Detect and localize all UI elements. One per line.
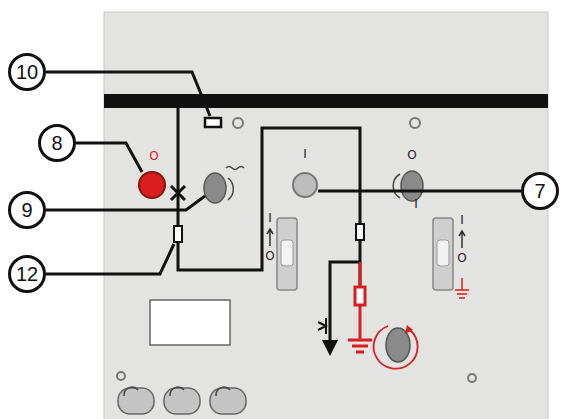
callout-circle: 10 (8, 53, 46, 91)
position-mark: I (268, 212, 272, 224)
spring-charge-switch (204, 173, 226, 203)
on-button (293, 173, 317, 197)
callout-number: 8 (51, 133, 62, 153)
earth-symbol (455, 278, 469, 298)
indicator-window (205, 118, 221, 127)
disconnector-symbols (174, 224, 364, 242)
selector-switch (401, 171, 423, 201)
callout-circle: 8 (38, 124, 76, 162)
cross-mark (171, 186, 185, 200)
callout-circle: 9 (8, 191, 46, 229)
callout-number: 10 (16, 62, 38, 82)
socket-arrows (124, 387, 230, 396)
earth-path (348, 262, 372, 352)
slider-arrows (267, 229, 465, 248)
position-mark: O (407, 149, 416, 161)
cable-symbol (318, 318, 330, 334)
arrow-head (405, 325, 413, 334)
callout-number: 9 (21, 200, 32, 220)
position-mark: I (303, 148, 307, 160)
rotation-arrow (228, 178, 233, 200)
position-mark: I (414, 198, 418, 210)
off-button (139, 172, 165, 198)
operating-sockets (118, 388, 246, 414)
callout-number: 12 (16, 264, 38, 284)
cable-arrow (322, 340, 338, 356)
position-mark: O (265, 250, 274, 262)
red-rotation-arrow (374, 326, 418, 369)
interlock-sliders (277, 218, 453, 290)
spring-symbol (226, 167, 244, 170)
callout-circle: 12 (8, 255, 46, 293)
rotation-arrow (393, 174, 400, 198)
position-mark: O (149, 150, 158, 162)
label-plate (150, 300, 230, 345)
callout-number: 7 (534, 181, 545, 201)
callout-circle: 7 (521, 172, 559, 210)
position-mark: I (460, 214, 464, 226)
busbar (104, 94, 548, 108)
position-mark: O (457, 252, 466, 264)
leader-lines (46, 72, 521, 274)
